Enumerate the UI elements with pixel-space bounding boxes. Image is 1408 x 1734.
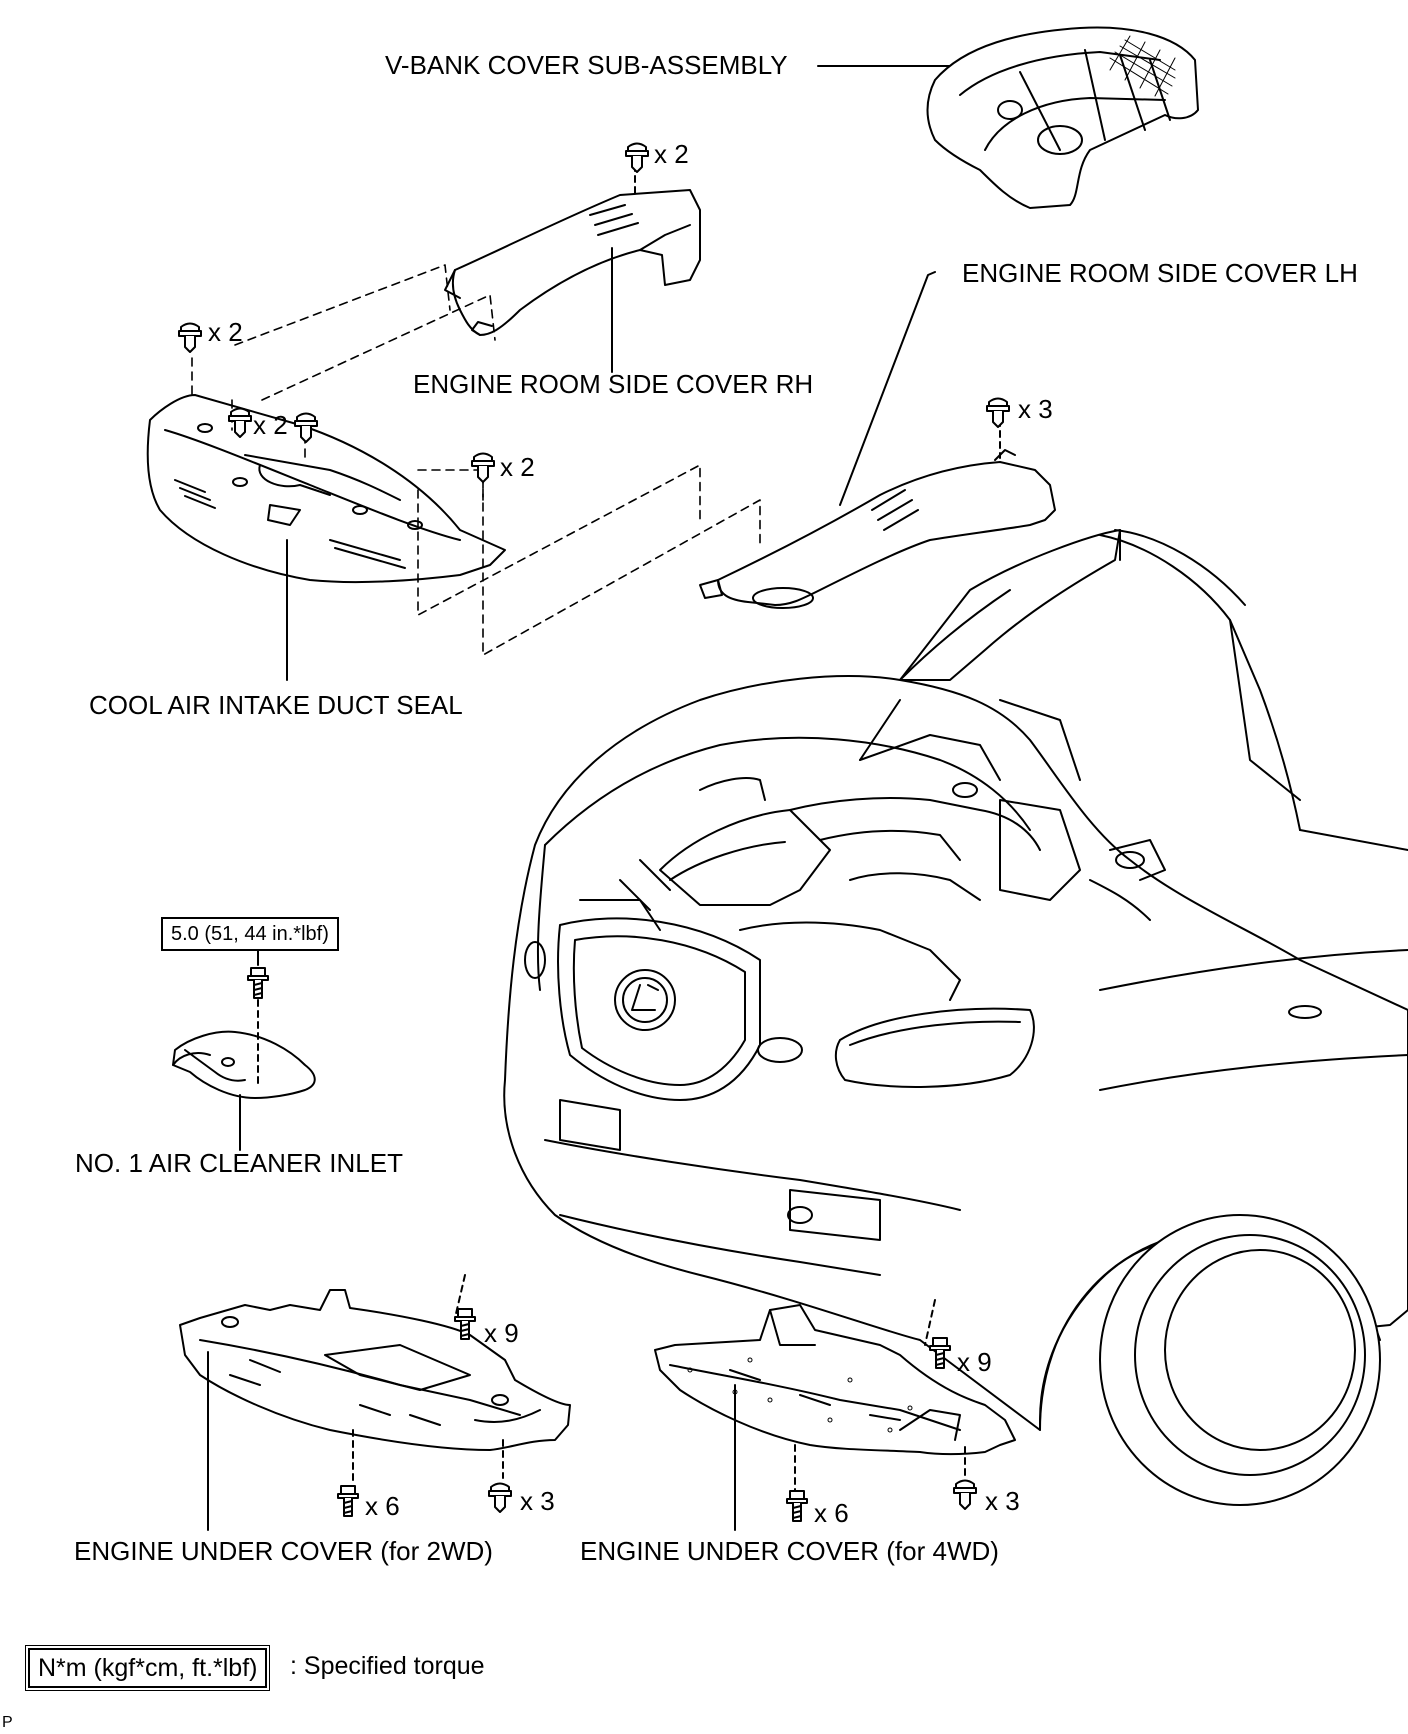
qty-lh-clip: x 3: [1018, 394, 1053, 424]
inlet-bolt-icon: [247, 967, 269, 999]
lh-clip-icon: [986, 397, 1010, 428]
qty-uc2wd-bottom-right: x 3: [520, 1486, 555, 1516]
vbank-grille-texture: [1109, 35, 1176, 97]
qty-rh-clip: x 2: [654, 139, 689, 169]
legend-torque-unit-box: N*m (kgf*cm, ft.*lbf): [24, 1645, 271, 1691]
uc2wd-bottom-right-clip-icon: [488, 1482, 512, 1513]
qty-seal-clip-right: x 2: [500, 452, 535, 482]
label-under-cover-2wd: ENGINE UNDER COVER (for 2WD): [74, 1536, 493, 1566]
qty-uc4wd-top: x 9: [957, 1347, 992, 1377]
label-vbank-cover: V-BANK COVER SUB-ASSEMBLY: [385, 50, 788, 80]
qty-seal-clip-mid: x 2: [253, 410, 288, 440]
label-side-cover-lh: ENGINE ROOM SIDE COVER LH: [962, 258, 1358, 288]
qty-seal-clip-left: x 2: [208, 317, 243, 347]
qty-uc4wd-bottom-left: x 6: [814, 1498, 849, 1528]
legend-torque-meaning: : Specified torque: [290, 1652, 485, 1680]
side-cover-rh-drawing: [444, 164, 701, 373]
vehicle-front-drawing: [503, 529, 1408, 1506]
side-cover-lh-drawing: [699, 271, 1056, 609]
label-air-cleaner-inlet: NO. 1 AIR CLEANER INLET: [75, 1148, 403, 1178]
under-cover-2wd-drawing: [179, 1274, 571, 1531]
uc2wd-bottom-left-bolt-icon: [337, 1485, 359, 1517]
duct-seal-drawing: [146, 394, 506, 681]
rh-clip-icon: [625, 142, 649, 173]
seal-clip-right-icon: [471, 452, 495, 483]
under-cover-4wd-drawing: [654, 1299, 1016, 1531]
vbank-cover-drawing: [817, 26, 1199, 209]
qty-uc2wd-top: x 9: [484, 1318, 519, 1348]
torque-spec-inlet-bolt: 5.0 (51, 44 in.*lbf): [161, 917, 339, 951]
seal-clip-left-icon: [178, 322, 202, 353]
assembly-dashed-lines: [191, 264, 761, 656]
label-under-cover-4wd: ENGINE UNDER COVER (for 4WD): [580, 1536, 999, 1566]
air-cleaner-inlet-drawing: [172, 947, 316, 1151]
corner-mark: P: [2, 1714, 13, 1731]
label-duct-seal: COOL AIR INTAKE DUCT SEAL: [89, 690, 463, 720]
qty-uc4wd-bottom-right: x 3: [985, 1486, 1020, 1516]
side-cover-lh-leader: [839, 271, 936, 506]
label-side-cover-rh: ENGINE ROOM SIDE COVER RH: [413, 369, 814, 399]
uc4wd-bottom-right-clip-icon: [953, 1479, 977, 1510]
uc4wd-bottom-left-bolt-icon: [786, 1490, 808, 1522]
qty-uc2wd-bottom-left: x 6: [365, 1491, 400, 1521]
